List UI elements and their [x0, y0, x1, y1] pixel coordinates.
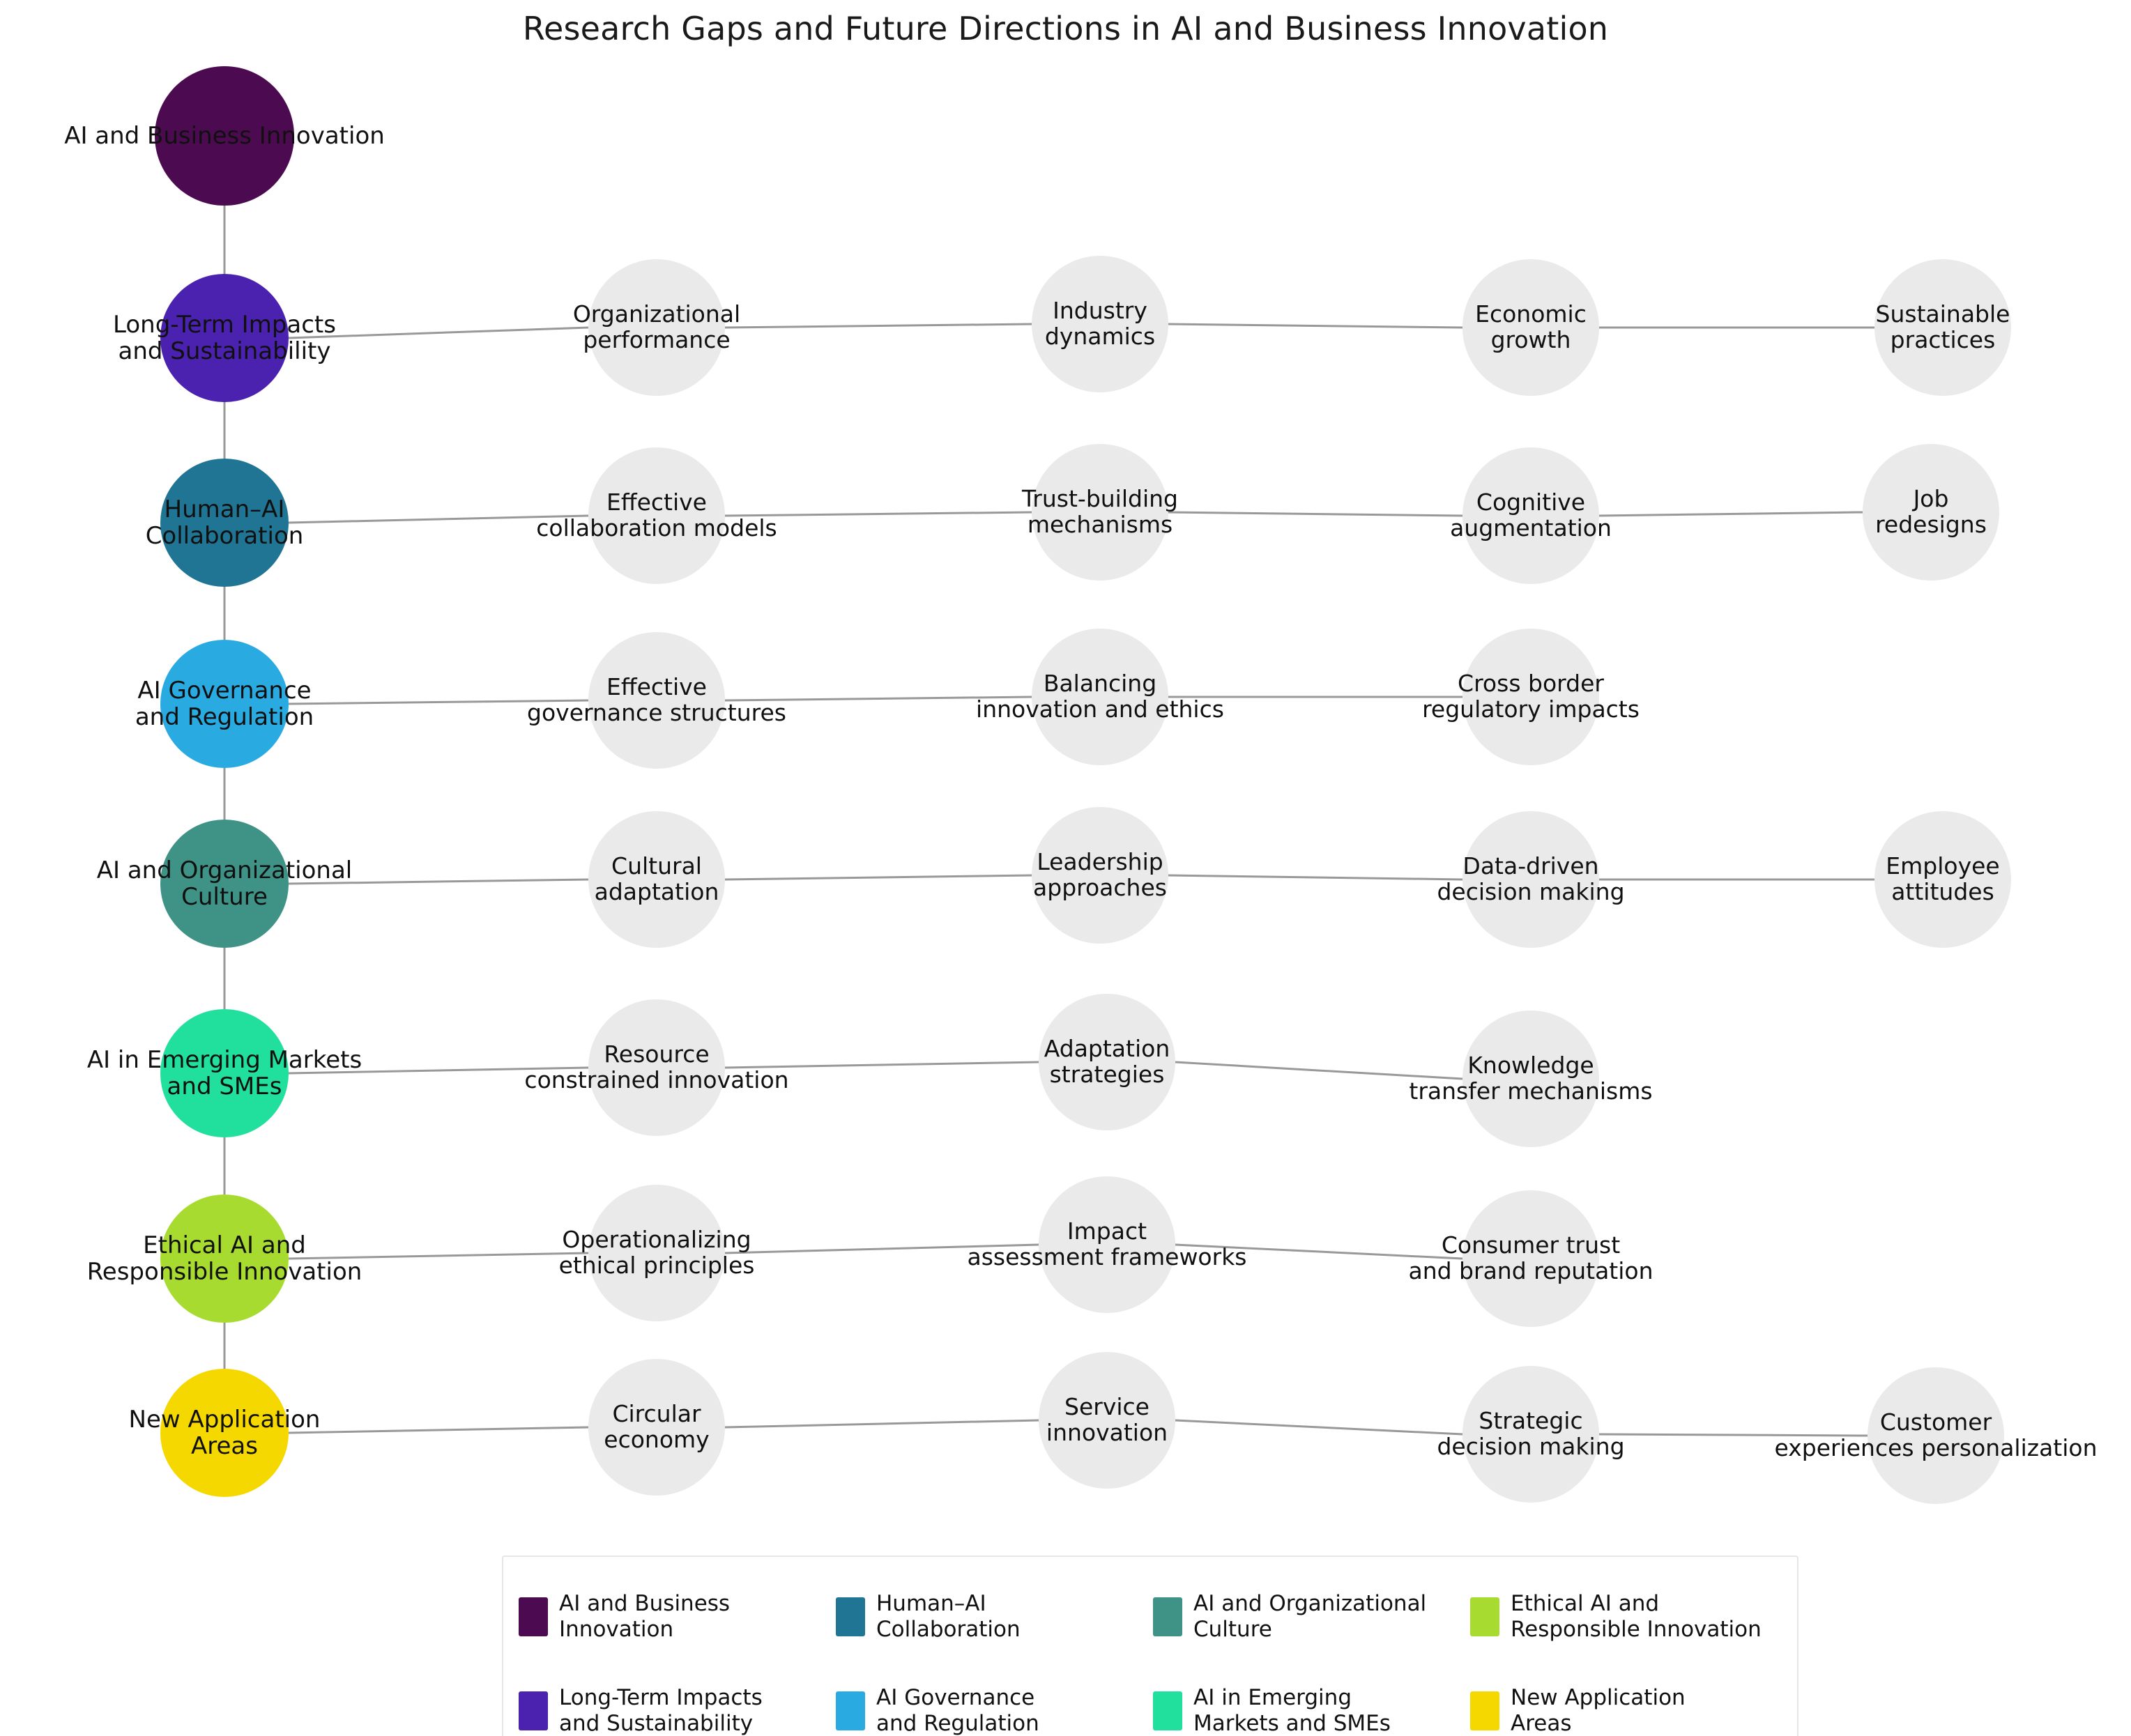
branch-edge [724, 1419, 1039, 1429]
branch-edge [288, 1426, 589, 1434]
branch-edge [724, 1061, 1039, 1069]
legend-item-ai-and-business[interactable]: AI and Business Innovation [519, 1569, 830, 1664]
legend-box: AI and Business Innovation Human–AI Colla… [502, 1556, 1798, 1736]
legend-swatch-icon [519, 1691, 548, 1730]
main-node-long-term-impacts-and-sustainability[interactable] [160, 274, 289, 402]
legend-swatch-icon [836, 1597, 865, 1636]
legend-item-ai-and-organizational[interactable]: AI and Organizational Culture [1153, 1569, 1465, 1664]
sub-node-industry-dynamics[interactable] [1032, 256, 1168, 392]
branch-edge [288, 514, 589, 524]
branch-edge [288, 699, 589, 705]
sub-node-job-redesigns[interactable] [1863, 444, 1999, 581]
sub-node-service-innovation[interactable] [1039, 1352, 1175, 1489]
legend-label: New Application Areas [1511, 1684, 1686, 1736]
legend-label: Human–AI Collaboration [876, 1590, 1021, 1642]
branch-edge [1168, 874, 1463, 881]
sub-node-resource-constrained-innovation[interactable] [588, 999, 725, 1136]
legend-label: AI Governance and Regulation [876, 1684, 1039, 1736]
branch-edge [1598, 511, 1863, 517]
legend-label: Long-Term Impacts and Sustainability [559, 1684, 763, 1736]
branch-edge [1168, 511, 1463, 517]
legend-swatch-icon [1470, 1691, 1499, 1730]
branch-edge [724, 874, 1032, 881]
branch-edge [1175, 1419, 1463, 1436]
main-node-new-application-areas[interactable] [160, 1369, 289, 1497]
main-node-human-ai-collaboration[interactable] [160, 459, 289, 587]
sub-node-data-driven-decision-making[interactable] [1462, 811, 1599, 948]
sub-node-customer-experiences-personalization[interactable] [1868, 1367, 2004, 1504]
sub-node-cognitive-augmentation[interactable] [1462, 447, 1599, 584]
sub-node-balancing-innovation-and-ethics[interactable] [1032, 629, 1168, 765]
main-node-ai-and-business-innovation[interactable] [155, 66, 294, 206]
sub-node-circular-economy[interactable] [588, 1359, 725, 1496]
sub-node-effective-collaboration-models[interactable] [588, 447, 725, 584]
legend-item-human-ai[interactable]: Human–AI Collaboration [836, 1569, 1147, 1664]
branch-edge [724, 1243, 1039, 1254]
legend-swatch-icon [519, 1597, 548, 1636]
legend-item-ai-governance[interactable]: AI Governance and Regulation [836, 1664, 1147, 1736]
branch-edge [1175, 1243, 1463, 1260]
branch-edge [288, 878, 589, 885]
legend-swatch-icon [1153, 1597, 1182, 1636]
branch-edge [288, 326, 589, 339]
legend-swatch-icon [836, 1691, 865, 1730]
legend-item-long-term-impacts[interactable]: Long-Term Impacts and Sustainability [519, 1664, 830, 1736]
branch-edge [724, 511, 1032, 517]
legend-label: AI and Business Innovation [559, 1590, 731, 1642]
sub-node-trust-building-mechanisms[interactable] [1032, 444, 1168, 581]
sub-node-leadership-approaches[interactable] [1032, 807, 1168, 944]
sub-node-operationalizing-ethical-principles[interactable] [588, 1185, 725, 1321]
legend-swatch-icon [1153, 1691, 1182, 1730]
sub-node-cross-border-regulatory-impacts[interactable] [1462, 629, 1599, 765]
main-node-ai-governance-and-regulation[interactable] [160, 640, 289, 768]
sub-node-cultural-adaptation[interactable] [588, 811, 725, 948]
legend-item-ethical-ai-and[interactable]: Ethical AI and Responsible Innovation [1470, 1569, 1782, 1664]
legend-label: Ethical AI and Responsible Innovation [1511, 1590, 1762, 1642]
sub-node-economic-growth[interactable] [1462, 259, 1599, 396]
branch-edge [724, 323, 1032, 329]
legend-swatch-icon [1470, 1597, 1499, 1636]
legend-label: AI and Organizational Culture [1193, 1590, 1427, 1642]
legend-item-ai-in-emerging[interactable]: AI in Emerging Markets and SMEs [1153, 1664, 1465, 1736]
sub-node-strategic-decision-making[interactable] [1462, 1366, 1599, 1503]
legend-label: AI in Emerging Markets and SMEs [1193, 1684, 1391, 1736]
branch-edge [724, 696, 1032, 702]
sub-node-impact-assessment-frameworks[interactable] [1039, 1176, 1175, 1313]
branch-edge [288, 1252, 589, 1260]
branch-edge [1168, 323, 1463, 329]
sub-node-effective-governance-structures[interactable] [588, 632, 725, 769]
page-title: Research Gaps and Future Directions in A… [522, 10, 1609, 47]
main-node-ethical-ai-and-responsible-innovation[interactable] [160, 1195, 289, 1323]
sub-node-sustainable-practices[interactable] [1874, 259, 2011, 396]
main-node-ai-in-emerging-markets-and-smes[interactable] [160, 1009, 289, 1137]
branch-edge [1598, 1433, 1868, 1437]
branch-edge [288, 1066, 589, 1075]
legend-item-new-application[interactable]: New Application Areas [1470, 1664, 1782, 1736]
main-node-ai-and-organizational-culture[interactable] [160, 820, 289, 948]
sub-node-organizational-performance[interactable] [588, 259, 725, 396]
branch-edge [1175, 1061, 1463, 1080]
sub-node-adaptation-strategies[interactable] [1039, 994, 1175, 1130]
sub-node-knowledge-transfer-mechanisms[interactable] [1462, 1011, 1599, 1147]
sub-node-employee-attitudes[interactable] [1874, 811, 2011, 948]
legend-grid: AI and Business Innovation Human–AI Colla… [519, 1569, 1782, 1736]
sub-node-consumer-trust-and-brand-reputation[interactable] [1462, 1190, 1599, 1327]
